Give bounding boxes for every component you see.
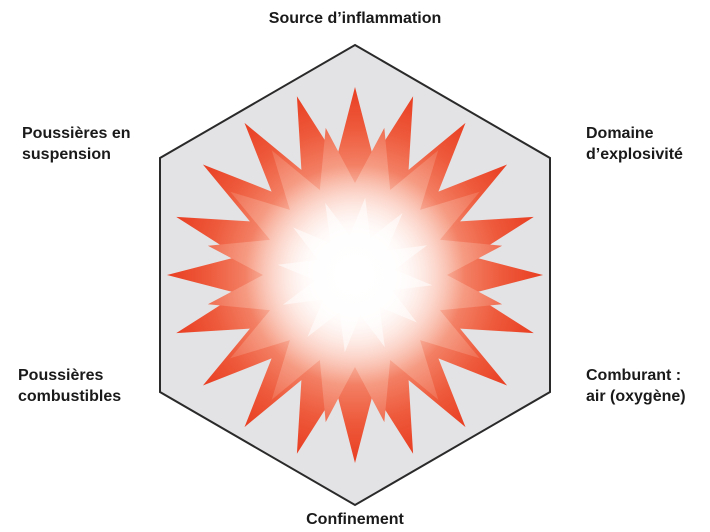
explosion-glow — [245, 165, 465, 385]
label-comburant: Comburant : air (oxygène) — [586, 365, 686, 407]
label-confinement: Confinement — [0, 509, 710, 530]
label-line: Poussières — [18, 365, 121, 386]
label-line: suspension — [22, 144, 131, 165]
label-line: Comburant : — [586, 365, 686, 386]
label-line: Source d’inflammation — [0, 8, 710, 29]
label-domaine-explosivite: Domaine d’explosivité — [586, 123, 683, 165]
label-poussieres-combustibles: Poussières combustibles — [18, 365, 121, 407]
label-line: combustibles — [18, 386, 121, 407]
label-line: Poussières en — [22, 123, 131, 144]
label-line: Confinement — [0, 509, 710, 530]
label-line: d’explosivité — [586, 144, 683, 165]
label-poussieres-suspension: Poussières en suspension — [22, 123, 131, 165]
label-source-inflammation: Source d’inflammation — [0, 8, 710, 29]
label-line: air (oxygène) — [586, 386, 686, 407]
label-line: Domaine — [586, 123, 683, 144]
